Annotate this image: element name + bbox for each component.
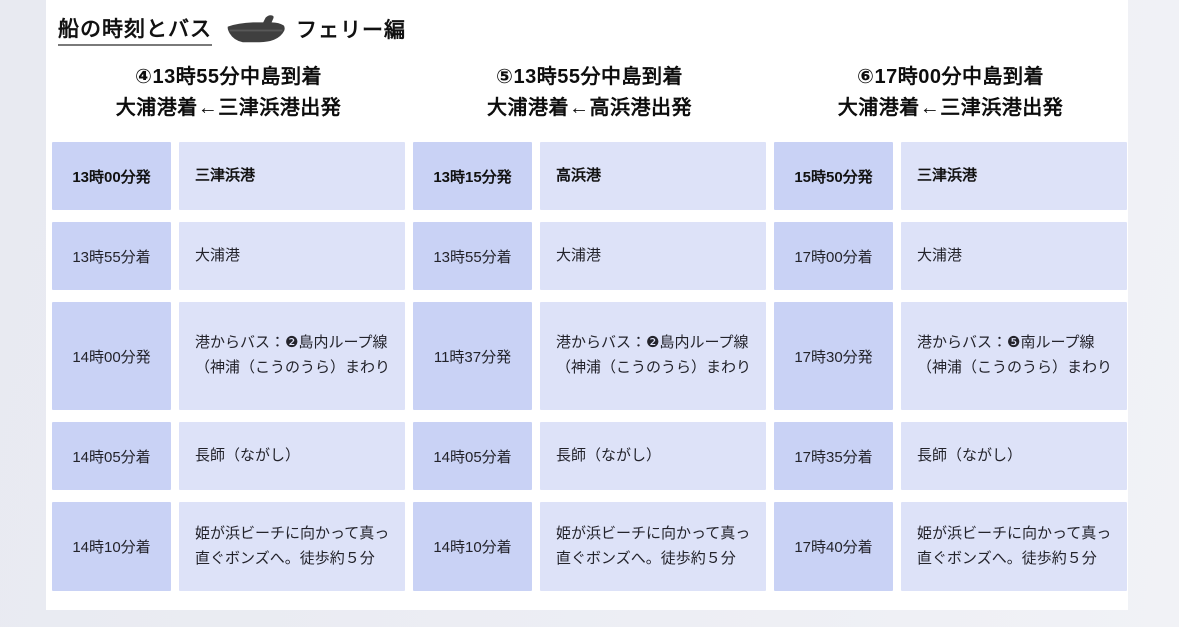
table-row: 11時37分発 港からバス：❷島内ループ線 （神浦（こうのうら）まわり bbox=[413, 302, 766, 410]
title-text: 船の時刻とバス bbox=[58, 13, 212, 46]
desc-cell: 大浦港 bbox=[901, 222, 1127, 290]
timetable-card: 船の時刻とバス フェリー編 ④13時55分中島到着 大浦港着←三津浜港出発 13… bbox=[46, 0, 1128, 610]
desc-cell: 三津浜港 bbox=[901, 142, 1127, 210]
table-row: 17時40分着 姫が浜ビーチに向かって真っ 直ぐボンズへ。徒歩約５分 bbox=[774, 502, 1127, 591]
desc-cell: 長師（ながし） bbox=[540, 422, 766, 490]
table-row: 14時00分発 港からバス：❷島内ループ線 （神浦（こうのうら）まわり bbox=[52, 302, 405, 410]
table-row: 14時05分着 長師（ながし） bbox=[413, 422, 766, 490]
title-suffix: フェリー編 bbox=[296, 19, 406, 42]
desc-cell: 姫が浜ビーチに向かって真っ 直ぐボンズへ。徒歩約５分 bbox=[179, 502, 405, 591]
desc-cell: 高浜港 bbox=[540, 142, 766, 210]
desc-cell: 姫が浜ビーチに向かって真っ 直ぐボンズへ。徒歩約５分 bbox=[540, 502, 766, 591]
table-row: 17時30分発 港からバス：❺南ループ線 （神浦（こうのうら）まわり bbox=[774, 302, 1127, 410]
time-cell: 14時05分着 bbox=[52, 422, 171, 490]
time-cell: 14時00分発 bbox=[52, 302, 171, 410]
ferry-boat-icon bbox=[226, 14, 286, 44]
time-cell: 17時40分着 bbox=[774, 502, 893, 591]
desc-cell: 三津浜港 bbox=[179, 142, 405, 210]
time-cell: 13時55分着 bbox=[413, 222, 532, 290]
table-row: 15時50分発 三津浜港 bbox=[774, 142, 1127, 210]
time-cell: 15時50分発 bbox=[774, 142, 893, 210]
desc-cell: 港からバス：❷島内ループ線 （神浦（こうのうら）まわり bbox=[540, 302, 766, 410]
time-cell: 14時10分着 bbox=[52, 502, 171, 591]
time-cell: 14時05分着 bbox=[413, 422, 532, 490]
time-cell: 17時35分着 bbox=[774, 422, 893, 490]
column-header: ④13時55分中島到着 大浦港着←三津浜港出発 bbox=[115, 66, 342, 119]
table-row: 14時10分着 姫が浜ビーチに向かって真っ 直ぐボンズへ。徒歩約５分 bbox=[52, 502, 405, 591]
table-row: 13時55分着 大浦港 bbox=[413, 222, 766, 290]
time-cell: 17時00分着 bbox=[774, 222, 893, 290]
desc-cell: 港からバス：❺南ループ線 （神浦（こうのうら）まわり bbox=[901, 302, 1127, 410]
desc-cell: 大浦港 bbox=[179, 222, 405, 290]
page-title: 船の時刻とバス フェリー編 bbox=[46, 10, 1128, 48]
ferry-column-5: ⑤13時55分中島到着 大浦港着←高浜港出発 13時15分発 高浜港 13時55… bbox=[413, 62, 766, 603]
desc-cell: 姫が浜ビーチに向かって真っ 直ぐボンズへ。徒歩約５分 bbox=[901, 502, 1127, 591]
desc-cell: 長師（ながし） bbox=[901, 422, 1127, 490]
timetable-columns: ④13時55分中島到着 大浦港着←三津浜港出発 13時00分発 三津浜港 13時… bbox=[46, 62, 1128, 603]
desc-cell: 港からバス：❷島内ループ線 （神浦（こうのうら）まわり bbox=[179, 302, 405, 410]
table-row: 14時05分着 長師（ながし） bbox=[52, 422, 405, 490]
column-header: ⑤13時55分中島到着 大浦港着←高浜港出発 bbox=[487, 66, 692, 119]
column-header: ⑥17時00分中島到着 大浦港着←三津浜港出発 bbox=[837, 66, 1064, 119]
table-row: 13時00分発 三津浜港 bbox=[52, 142, 405, 210]
ferry-column-6: ⑥17時00分中島到着 大浦港着←三津浜港出発 15時50分発 三津浜港 17時… bbox=[774, 62, 1127, 603]
table-row: 17時00分着 大浦港 bbox=[774, 222, 1127, 290]
table-row: 13時55分着 大浦港 bbox=[52, 222, 405, 290]
time-cell: 17時30分発 bbox=[774, 302, 893, 410]
table-row: 17時35分着 長師（ながし） bbox=[774, 422, 1127, 490]
time-cell: 14時10分着 bbox=[413, 502, 532, 591]
time-cell: 13時15分発 bbox=[413, 142, 532, 210]
desc-cell: 長師（ながし） bbox=[179, 422, 405, 490]
ferry-column-4: ④13時55分中島到着 大浦港着←三津浜港出発 13時00分発 三津浜港 13時… bbox=[52, 62, 405, 603]
table-row: 14時10分着 姫が浜ビーチに向かって真っ 直ぐボンズへ。徒歩約５分 bbox=[413, 502, 766, 591]
desc-cell: 大浦港 bbox=[540, 222, 766, 290]
time-cell: 11時37分発 bbox=[413, 302, 532, 410]
table-row: 13時15分発 高浜港 bbox=[413, 142, 766, 210]
time-cell: 13時55分着 bbox=[52, 222, 171, 290]
time-cell: 13時00分発 bbox=[52, 142, 171, 210]
